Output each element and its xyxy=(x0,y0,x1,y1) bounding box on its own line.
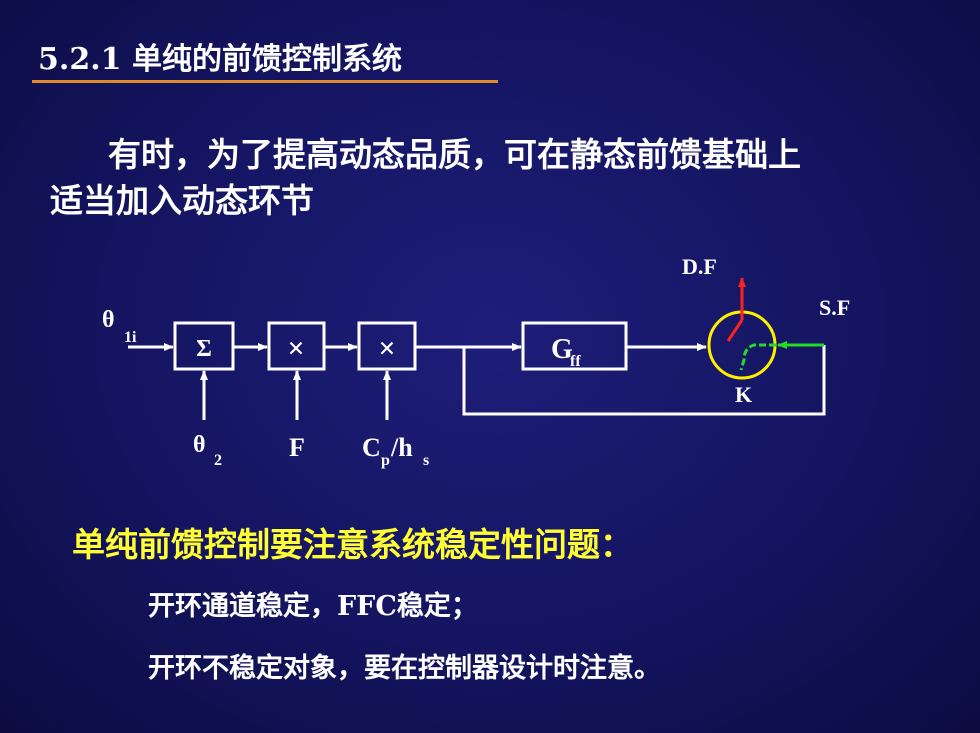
intro-paragraph: 有时，为了提高动态品质，可在静态前馈基础上 适当加入动态环节 xyxy=(50,132,930,224)
gff-subscript: ff xyxy=(570,353,581,370)
cp-main-label: C xyxy=(362,433,381,462)
theta2-subscript: 2 xyxy=(214,452,222,469)
k-label: K xyxy=(735,382,752,407)
input-theta-label: θ xyxy=(102,307,115,333)
multiply-symbol-2: × xyxy=(378,332,395,365)
slide-title: 5.2.1 单纯的前馈控制系统 xyxy=(38,42,402,77)
gff-block xyxy=(521,321,628,371)
intro-line-2: 适当加入动态环节 xyxy=(50,181,314,220)
summing-block xyxy=(173,321,235,371)
title-underline xyxy=(32,80,498,83)
multiply-symbol-1: × xyxy=(287,332,304,365)
gff-main-label: G xyxy=(551,334,573,365)
note-item-2: 开环不稳定对象，要在控制器设计时注意。 xyxy=(148,653,661,684)
sum-symbol: Σ xyxy=(196,336,212,362)
input-theta-subscript: 1i xyxy=(124,329,137,346)
theta2-label: θ xyxy=(193,432,206,458)
note-item-1: 开环通道稳定，FFC稳定； xyxy=(148,591,478,622)
df-switch-contact xyxy=(726,319,744,342)
df-label: D.F xyxy=(682,254,717,279)
intro-line-1: 有时，为了提高动态品质，可在静态前馈基础上 xyxy=(108,135,801,174)
cp-subscript-s: s xyxy=(423,452,429,469)
multiplier-block-2 xyxy=(357,321,417,371)
cp-subscript: p xyxy=(381,452,390,469)
sf-switch-contact xyxy=(739,343,776,371)
cp-slash-h: /h xyxy=(390,433,413,462)
multiplier-block-1 xyxy=(267,321,326,371)
f-label: F xyxy=(289,433,305,462)
bypass-loop-line xyxy=(462,345,826,416)
stability-heading: 单纯前馈控制要注意系统稳定性问题： xyxy=(72,525,633,564)
sf-label: S.F xyxy=(819,295,850,320)
